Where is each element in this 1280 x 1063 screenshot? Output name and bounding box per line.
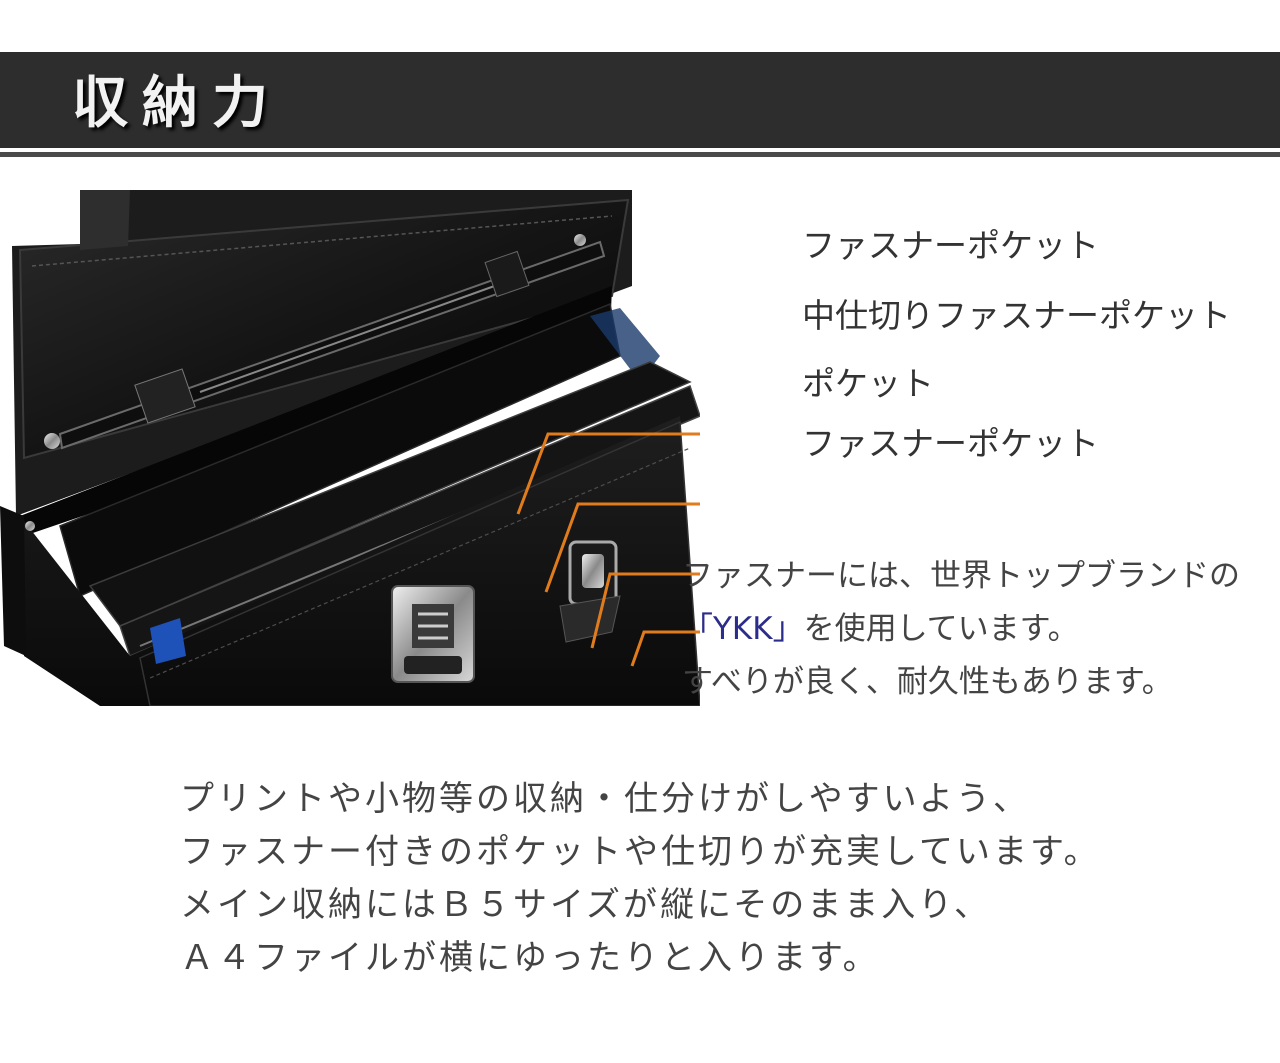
bag-front-panel (0, 416, 700, 706)
zipper-note-line: 「YKK」を使用しています。 (682, 603, 1240, 656)
zipper-note-line: すべりが良く、耐久性もあります。 (682, 664, 1173, 700)
description-line: ファスナー付きのポケットや仕切りが充実しています。 (180, 832, 1101, 872)
header-bar (0, 52, 1280, 148)
bag-compartments (20, 286, 700, 658)
page-title: 収納力 (72, 71, 282, 136)
zipper-note-text: を使用しています。 (803, 611, 1079, 647)
briefcase-interior-photo (0, 190, 700, 706)
ykk-brand-text: 「YKK」 (682, 611, 804, 647)
zipper-note-line: ファスナーには、世界トップブランドの (682, 558, 1240, 594)
callout-label-divider-zipper-pocket: 中仕切りファスナーポケット (802, 296, 1231, 335)
header-divider (0, 152, 1280, 157)
callout-label-pocket: ポケット (802, 364, 934, 403)
callout-leader-lines (516, 432, 700, 667)
bag-flap (12, 190, 632, 516)
zipper-note: ファスナーには、世界トップブランドの 「YKK」を使用しています。 すべりが良く… (682, 550, 1240, 709)
description-line: メイン収納にはＢ５サイズが縦にそのまま入り、 (180, 885, 991, 925)
description-line: Ａ４ファイルが横にゆったりと入ります。 (180, 938, 880, 978)
callout-label-zipper-pocket-top: ファスナーポケット (802, 226, 1099, 265)
callout-label-zipper-pocket-bottom: ファスナーポケット (802, 424, 1099, 463)
storage-description: プリントや小物等の収納・仕分けがしやすいよう、 ファスナー付きのポケットや仕切り… (180, 773, 1101, 985)
description-line: プリントや小物等の収納・仕分けがしやすいよう、 (180, 779, 1030, 819)
